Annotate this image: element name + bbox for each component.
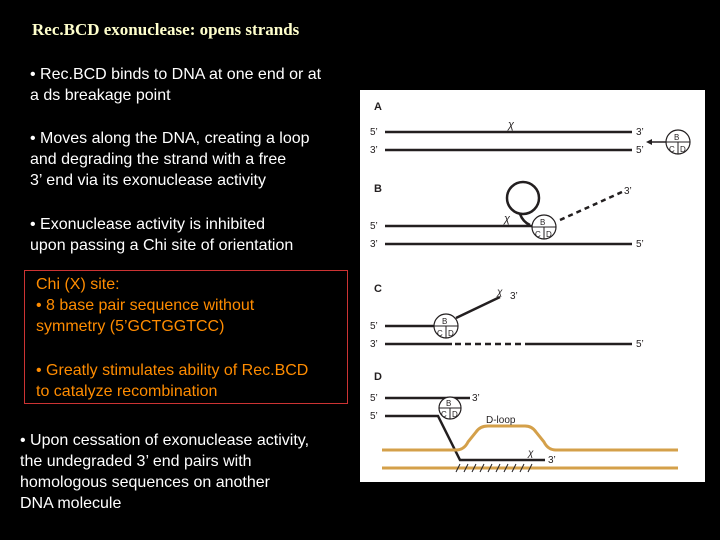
bullet-exonuclease-inhibited: • Exonuclease activity is inhibited upon…	[30, 216, 294, 254]
recbcd-enzyme-d: B C D	[438, 396, 462, 420]
recbcd-diagram: A 5’ 3’ χ 3’ 5’ B C D B 3’ 5’ 3’ 5’ χ	[370, 101, 691, 473]
chi-site-box	[24, 270, 348, 404]
arrow-head-a	[646, 139, 652, 145]
strand-label-b-bottom-3: 3’	[370, 239, 378, 250]
strand-label-a-top-5: 5’	[370, 127, 378, 138]
strand-label-d-top-5: 5’	[370, 393, 378, 404]
strand-label-d-second-5: 5’	[370, 411, 378, 422]
strand-label-b-top-5: 5’	[370, 221, 378, 232]
recbcd-enzyme-c: B C D	[433, 313, 459, 339]
strand-label-b-bottom-5: 5’	[636, 239, 644, 250]
panel-label-c: C	[374, 283, 382, 295]
chi-box-heading: Chi (X) site:	[36, 276, 120, 293]
strand-label-c-bottom-5: 5’	[636, 339, 644, 350]
panel-label-a: A	[374, 101, 382, 113]
slide-title: Rec.BCD exonuclease: opens strands	[32, 20, 300, 39]
strand-label-b-dashed-3: 3’	[624, 186, 632, 197]
bullet-moves-along-dna: • Moves along the DNA, creating a loop a…	[30, 130, 310, 189]
strand-label-a-bottom-3: 3’	[370, 145, 378, 156]
strand-label-c-tail-3: 3’	[510, 291, 518, 302]
recbcd-enzyme-a: B C D	[665, 129, 691, 155]
homologous-duplex-top-d	[382, 424, 678, 452]
svg-text:C: C	[441, 410, 447, 419]
chi-site-c: χ	[496, 287, 503, 298]
base-pairing-hatch-d	[455, 463, 533, 473]
svg-text:D: D	[546, 230, 552, 239]
recbcd-figure: A 5’ 3’ χ 3’ 5’ B C D B 3’ 5’ 3’ 5’ χ	[360, 90, 705, 482]
svg-text:C: C	[669, 145, 675, 154]
svg-text:D: D	[448, 329, 454, 338]
panel-label-d: D	[374, 371, 382, 383]
strand-label-d-invading-3: 3’	[548, 455, 556, 466]
strand-label-d-top-3: 3’	[472, 393, 480, 404]
chi-box-item-recombination: • Greatly stimulates ability of Rec.BCD …	[36, 362, 309, 400]
chi-site-b: χ	[503, 213, 511, 225]
invading-strand-d	[385, 414, 545, 462]
svg-text:C: C	[535, 230, 541, 239]
strand-label-a-bottom-5: 5’	[636, 145, 644, 156]
strand-label-c-bottom-3: 3’	[370, 339, 378, 350]
dna-loop-stem-b	[518, 213, 531, 227]
bullet-strand-pairing: • Upon cessation of exonuclease activity…	[20, 432, 310, 512]
panel-label-b: B	[374, 183, 382, 195]
svg-text:B: B	[540, 218, 545, 227]
chi-site-d: χ	[527, 448, 534, 459]
single-strand-3prime-tail-c	[455, 295, 501, 320]
svg-text:D: D	[452, 410, 458, 419]
strand-label-c-top-5: 5’	[370, 321, 378, 332]
bullet-binds-dna: • Rec.BCD binds to DNA at one end or at …	[30, 66, 322, 104]
degraded-strand-b	[559, 190, 623, 222]
dna-loop-b	[505, 180, 541, 216]
dloop-label: D-loop	[486, 415, 516, 426]
svg-text:D: D	[680, 145, 686, 154]
svg-text:C: C	[437, 329, 443, 338]
svg-text:B: B	[442, 317, 447, 326]
recbcd-enzyme-b: B C D	[531, 214, 557, 240]
chi-box-item-sequence: • 8 base pair sequence without symmetry …	[36, 297, 255, 335]
svg-text:B: B	[674, 133, 679, 142]
chi-site-a: χ	[507, 119, 515, 131]
strand-label-a-top-3: 3’	[636, 127, 644, 138]
svg-text:B: B	[446, 399, 451, 408]
